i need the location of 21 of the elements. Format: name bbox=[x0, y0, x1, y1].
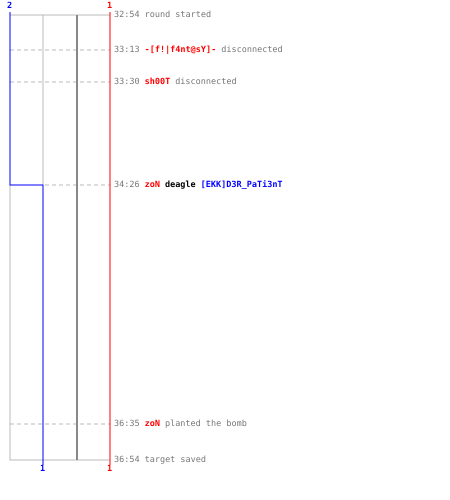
event-text: disconnected bbox=[221, 45, 283, 55]
player-name: [EKK]D3R_PaTi3nT bbox=[200, 180, 283, 190]
player-name: sh00T bbox=[144, 77, 170, 87]
player-count: 1 bbox=[107, 465, 112, 474]
player-count: 2 bbox=[7, 2, 12, 11]
player-count: 1 bbox=[107, 2, 112, 11]
player-name: -[f!|f4nt@sY]- bbox=[144, 45, 216, 55]
timestamp: 36:54 bbox=[114, 455, 140, 465]
player-count: 1 bbox=[40, 465, 46, 474]
event-text: planted the bomb bbox=[164, 419, 247, 429]
event-text: round started bbox=[144, 10, 212, 20]
player-name: zoN bbox=[144, 419, 160, 429]
timestamp: 36:35 bbox=[114, 419, 140, 429]
event-text: disconnected bbox=[175, 77, 237, 87]
timestamp: 34:26 bbox=[114, 180, 140, 190]
timestamp: 33:30 bbox=[114, 77, 140, 87]
timestamp: 33:13 bbox=[114, 45, 140, 55]
timestamp: 32:54 bbox=[114, 10, 140, 20]
event-text: target saved bbox=[144, 455, 206, 465]
player-name: zoN bbox=[144, 180, 160, 190]
weapon-name: deagle bbox=[164, 180, 196, 190]
